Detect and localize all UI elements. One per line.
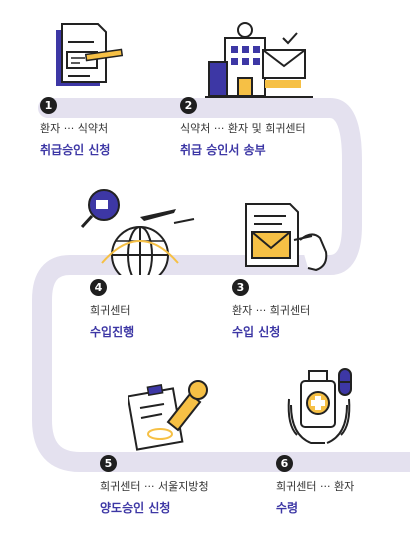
step-actors: 환자 ··· 희귀센터	[232, 304, 311, 317]
stamp-icon	[128, 380, 208, 451]
step-number: 3	[232, 279, 249, 296]
medicine-hands-icon	[287, 368, 352, 444]
step-2: 2 식약처 ··· 환자 및 희귀센터 취급 승인서 송부	[180, 95, 370, 158]
step-number: 6	[276, 455, 293, 472]
step-number: 4	[90, 279, 107, 296]
step-1: 1 환자 ··· 식약처 취급승인 신청	[40, 95, 230, 158]
document-pen-icon	[56, 23, 124, 86]
step-actors: 희귀센터 ··· 환자	[276, 480, 355, 493]
step-title: 양도승인 신청	[100, 501, 171, 515]
step-number: 5	[100, 455, 117, 472]
step-number: 2	[180, 97, 197, 114]
globe-plane-icon	[80, 189, 195, 275]
step-title: 취급 승인서 송부	[180, 143, 266, 157]
step-actors: 식약처 ··· 환자 및 희귀센터	[180, 122, 306, 135]
step-actors: 희귀센터	[90, 304, 131, 317]
step-title: 수령	[276, 501, 299, 515]
step-3: 3 환자 ··· 희귀센터 수입 신청	[232, 277, 410, 340]
step-actors: 희귀센터 ··· 서울지방청	[100, 480, 209, 493]
step-actors: 환자 ··· 식약처	[40, 122, 109, 135]
step-6: 6 희귀센터 ··· 환자 수령	[276, 453, 406, 516]
hand-mail-icon	[245, 203, 328, 272]
step-title: 수입진행	[90, 325, 135, 339]
step-4: 4 희귀센터 수입진행	[90, 277, 280, 340]
step-title: 수입 신청	[232, 325, 281, 339]
building-mail-icon	[205, 22, 313, 98]
step-title: 취급승인 신청	[40, 143, 111, 157]
step-5: 5 희귀센터 ··· 서울지방청 양도승인 신청	[100, 453, 290, 516]
step-number: 1	[40, 97, 57, 114]
